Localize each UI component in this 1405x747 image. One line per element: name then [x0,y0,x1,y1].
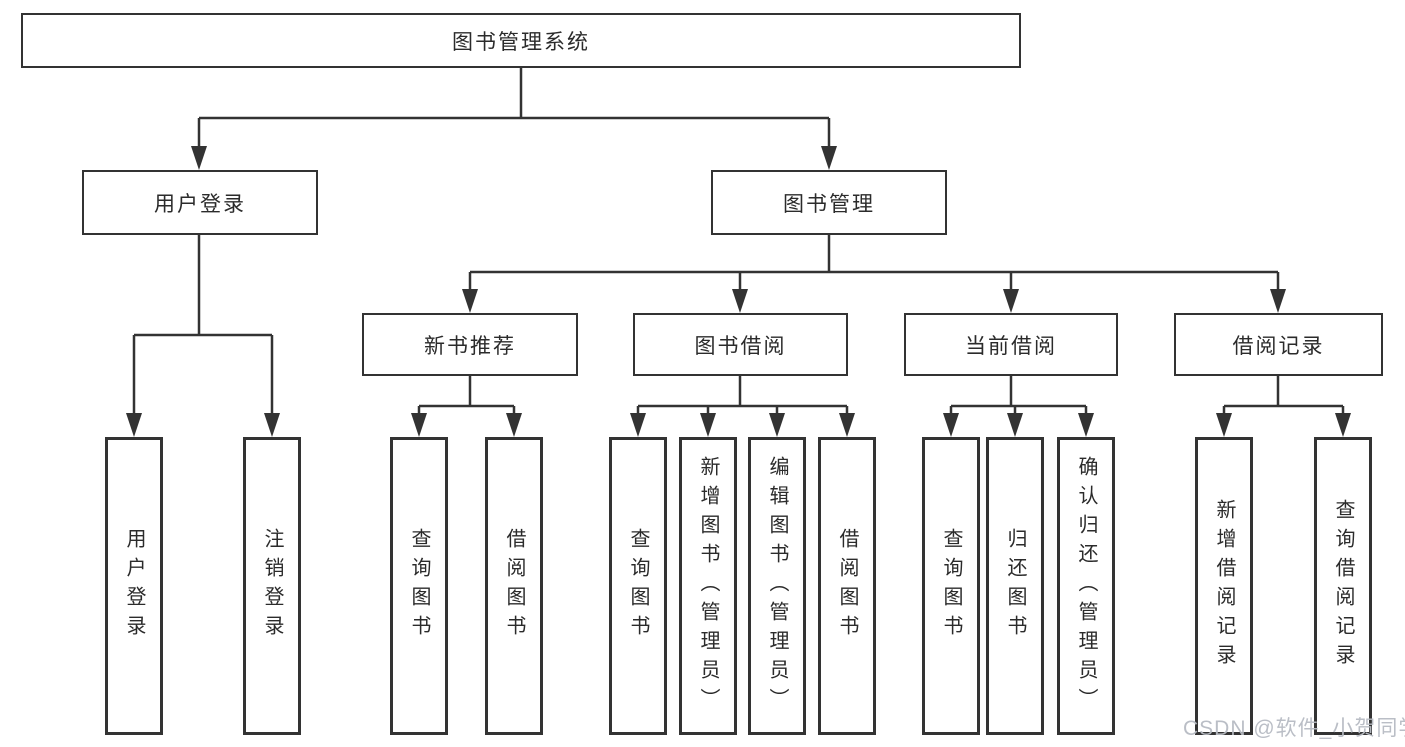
leaf-borrow-edit-books-admin: 编辑图书（管理员） [748,437,806,735]
node-current-borrow: 当前借阅 [904,313,1118,376]
csdn-watermark: CSDN @软件_小贺同学 [1183,717,1405,740]
leaf-label: 查询图书 [940,528,962,644]
connector-book-management-children [462,235,1286,313]
connector-root-to-level2 [191,68,837,170]
leaf-label: 新增借阅记录 [1213,499,1235,673]
leaf-borrow-borrow-books: 借阅图书 [818,437,876,735]
leaf-recommend-query-books: 查询图书 [390,437,448,735]
leaf-records-query-record: 查询借阅记录 [1314,437,1372,735]
leaf-borrow-add-books-admin: 新增图书（管理员） [679,437,737,735]
leaf-records-add-record: 新增借阅记录 [1195,437,1253,735]
leaf-user-login: 用户登录 [105,437,163,735]
leaf-recommend-borrow-books: 借阅图书 [485,437,543,735]
node-borrow-records: 借阅记录 [1174,313,1383,376]
node-book-management: 图书管理 [711,170,947,235]
connector-current-borrow-children [943,376,1094,437]
leaf-borrow-query-books: 查询图书 [609,437,667,735]
leaf-current-confirm-return-admin: 确认归还（管理员） [1057,437,1115,735]
connector-records-children [1216,376,1351,437]
leaf-label: 借阅图书 [836,528,858,644]
connector-recommend-children [411,376,522,437]
leaf-label: 查询借阅记录 [1332,499,1354,673]
leaf-label: 确认归还（管理员） [1075,455,1097,717]
leaf-label: 新增图书（管理员） [697,455,719,717]
leaf-label: 借阅图书 [503,528,525,644]
leaf-label: 查询图书 [627,528,649,644]
connector-user-login-children [126,235,280,437]
leaf-current-query-books: 查询图书 [922,437,980,735]
leaf-label: 查询图书 [408,528,430,644]
leaf-label: 用户登录 [123,528,145,644]
node-book-borrow: 图书借阅 [633,313,848,376]
node-user-login: 用户登录 [82,170,318,235]
leaf-logout: 注销登录 [243,437,301,735]
leaf-label: 归还图书 [1004,528,1026,644]
node-new-book-recommend: 新书推荐 [362,313,578,376]
leaf-label: 编辑图书（管理员） [766,455,788,717]
connector-book-borrow-children [630,376,855,437]
leaf-label: 注销登录 [261,528,283,644]
leaf-current-return-books: 归还图书 [986,437,1044,735]
node-library-management-system: 图书管理系统 [21,13,1021,68]
